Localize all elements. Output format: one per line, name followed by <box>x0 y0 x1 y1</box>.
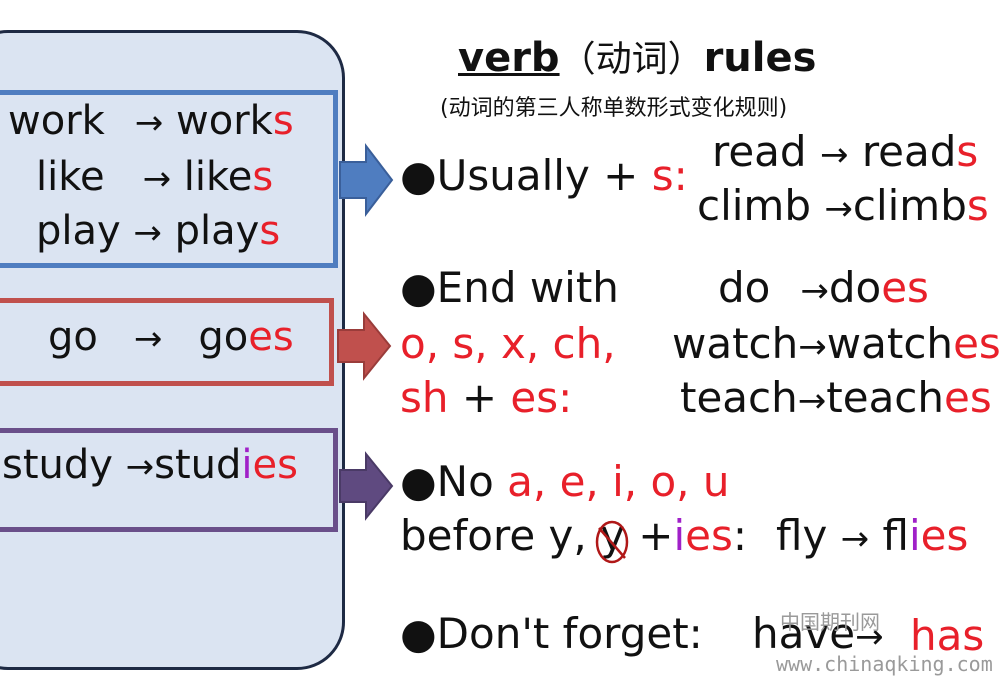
arrow-blue-icon <box>339 143 394 217</box>
cross-out-icon <box>595 520 629 564</box>
work-row: work→ works <box>8 98 294 144</box>
page-title: verb（动词）rules <box>458 35 817 81</box>
rule-end-with-letters: o, s, x, ch, <box>400 319 616 368</box>
watch-example: watch→watches <box>672 319 1001 368</box>
no-vowel-examples-box <box>0 428 338 532</box>
bullet-icon: ● <box>400 609 437 658</box>
has-word: has <box>910 611 985 660</box>
fly-example: fly → flies <box>776 511 969 560</box>
end-with-examples-box <box>0 298 334 386</box>
do-example: do→does <box>718 263 929 312</box>
rule-before-y: before y, y +ies: <box>400 512 747 564</box>
bullet-icon: ● <box>400 457 437 506</box>
rule-dont-forget: ●Don't forget: <box>400 609 703 658</box>
climb-example: climb →climbs <box>697 181 989 230</box>
study-row: study →studies <box>2 442 298 488</box>
teach-example: teach→teaches <box>680 373 992 422</box>
have-example: have→ <box>752 609 884 658</box>
bullet-icon: ● <box>400 263 437 312</box>
bullet-icon: ● <box>400 151 437 200</box>
usually-examples-box <box>0 90 338 268</box>
rule-end-with-suffix: sh + es: <box>400 373 573 422</box>
rule-end-with: ●End with <box>400 263 619 312</box>
read-example: read → reads <box>712 127 979 176</box>
play-row: play → plays <box>36 208 281 254</box>
rule-no-vowel: ●No a, e, i, o, u <box>400 457 730 506</box>
rule-usually: ●Usually + s: <box>400 151 688 200</box>
like-row: like→ likes <box>36 154 274 200</box>
arrow-purple-icon <box>339 451 394 521</box>
arrow-red-icon <box>337 311 392 381</box>
page-subtitle: (动词的第三人称单数形式变化规则) <box>440 96 788 121</box>
watermark-cn: 中国期刊网 <box>780 610 880 634</box>
go-row: go→goes <box>48 314 294 360</box>
watermark-url: www.chinaqking.com <box>776 652 993 676</box>
crossed-y: y <box>595 512 629 564</box>
